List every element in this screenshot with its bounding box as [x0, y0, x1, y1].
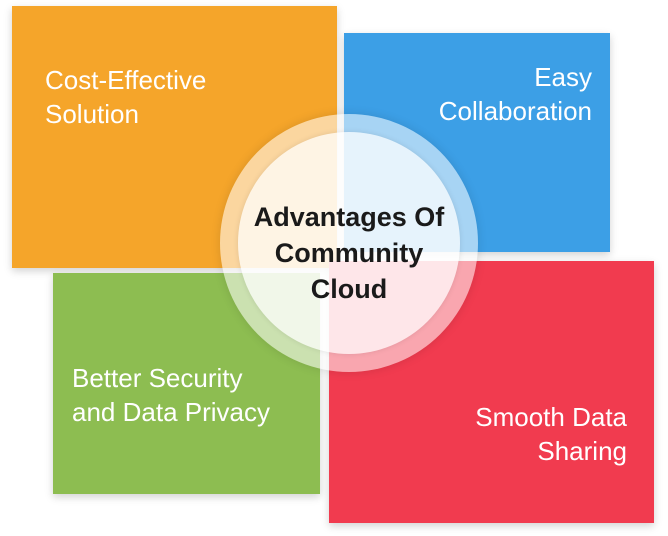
panel-label-better-security: Better Security and Data Privacy — [72, 363, 270, 427]
center-circle — [238, 132, 460, 354]
panel-smooth-data-sharing: Smooth Data Sharing — [329, 261, 654, 523]
diagram-center-title: Advantages Of Community Cloud — [253, 202, 445, 304]
panel-label-cost-effective-solution: Cost-Effective Solution — [45, 65, 207, 129]
panel-label-smooth-data-sharing: Smooth Data Sharing — [475, 402, 627, 466]
panel-label-easy-collaboration: Easy Collaboration — [438, 62, 592, 126]
